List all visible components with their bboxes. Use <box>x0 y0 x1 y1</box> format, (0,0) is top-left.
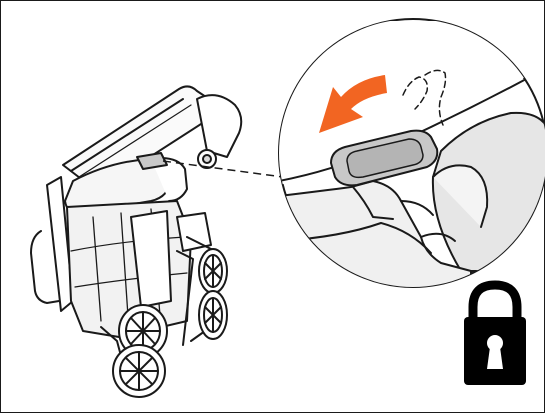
latch-detail-callout <box>271 19 545 301</box>
wheel-front-upper <box>199 249 227 293</box>
wheel-rear-lower <box>113 345 165 397</box>
wheel-front-lower <box>199 291 227 339</box>
padlock-icon <box>464 285 526 385</box>
folded-stroller-illustration <box>31 86 241 397</box>
